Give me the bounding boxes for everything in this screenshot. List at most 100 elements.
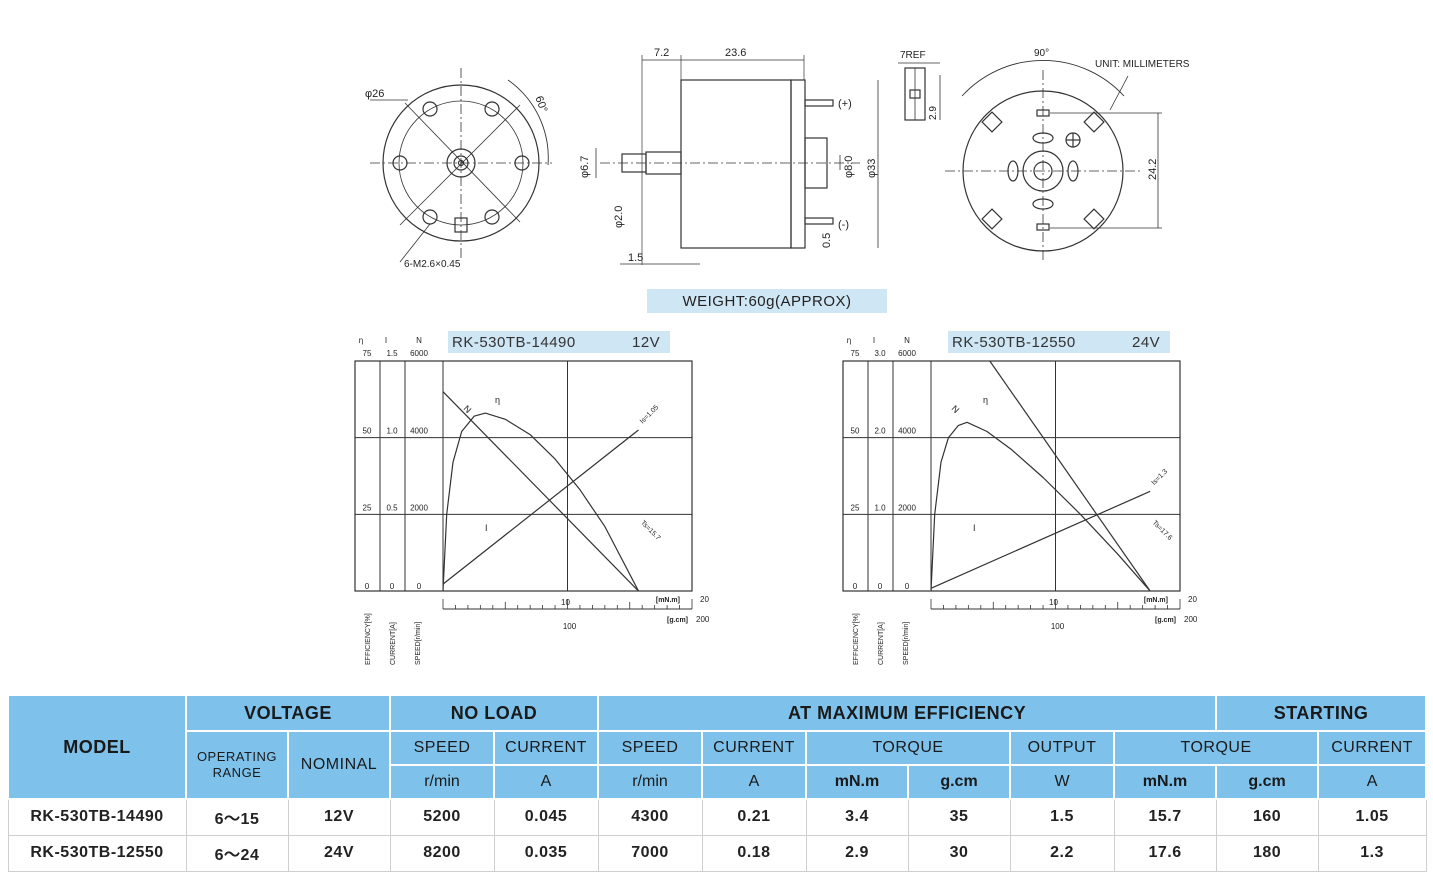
unit-st-torque-gcm: g.cm	[1215, 764, 1320, 800]
spec-table: MODEL VOLTAGE NO LOAD AT MAXIMUM EFFICIE…	[7, 694, 1428, 872]
axis-tick-label: 0	[417, 582, 422, 591]
table-cell: 8200	[389, 834, 495, 872]
dim-front-diameter: φ26	[365, 88, 384, 100]
dim-shaft-length: 7.2	[654, 47, 669, 59]
y-axis-label: EFFICIENCY[%]	[853, 613, 860, 665]
unit-me-current: A	[701, 764, 807, 800]
curve-label-n: N	[462, 403, 474, 415]
table-cell: 0.035	[493, 834, 599, 872]
speed-line	[989, 360, 1151, 592]
table-cell: RK-530TB-14490	[7, 798, 187, 836]
dim-boss-diameter: φ8.0	[843, 156, 855, 178]
x-unit-mn: [mN.m]	[1144, 597, 1168, 604]
axis-head: N	[904, 336, 910, 345]
table-cell: 2.9	[805, 834, 909, 872]
dim-body-length: 23.6	[725, 47, 746, 59]
table-cell: 12V	[287, 798, 391, 836]
axis-head: I	[385, 336, 387, 345]
terminal-detail	[898, 62, 941, 121]
curve-label-is: Is=1.3	[1151, 468, 1170, 487]
unit-label: UNIT: MILLIMETERS	[1095, 59, 1190, 70]
terminal-dim: 2.9	[928, 106, 939, 120]
table-cell: 1.3	[1317, 834, 1427, 872]
current-line	[930, 490, 1151, 589]
table-cell: 7000	[597, 834, 703, 872]
axis-tick-label: 0	[905, 582, 910, 591]
table-cell: 6～24	[185, 834, 289, 872]
table-cell: 35	[907, 798, 1011, 836]
axis-tick-label: 0.5	[386, 503, 398, 512]
front-view	[370, 68, 552, 263]
table-cell: 0.18	[701, 834, 807, 872]
rear-dim: 24.2	[1147, 159, 1159, 180]
chart1-title: RK-530TB-14490 12V	[448, 331, 670, 353]
terminal-minus: (-)	[838, 219, 849, 231]
y-axis-label: SPEED[r/min]	[415, 622, 422, 665]
table-cell: 1.5	[1009, 798, 1115, 836]
x-end-gcm: 200	[696, 615, 710, 624]
axis-tick-label: 25	[363, 503, 372, 512]
header-voltage: VOLTAGE	[185, 694, 391, 732]
plot-frame	[842, 360, 1181, 592]
current-line	[442, 429, 639, 585]
table-cell: 0.045	[493, 798, 599, 836]
header-st-torque: TORQUE	[1112, 730, 1320, 766]
rear-view	[945, 60, 1162, 262]
axis-tick-label: 0	[853, 582, 858, 591]
table-row: RK-530TB-14490 6～15 12V 5200 0.045 4300 …	[7, 798, 1427, 836]
axis-tick-label: 2000	[410, 503, 428, 512]
table-cell: 6～15	[185, 798, 289, 836]
axis-head: N	[416, 336, 422, 345]
x-unit-gcm: [g.cm]	[667, 617, 688, 624]
header-me-torque: TORQUE	[805, 730, 1011, 766]
chart2-title: RK-530TB-12550 24V	[948, 331, 1170, 353]
y-axis-label: EFFICIENCY[%]	[365, 613, 372, 665]
axis-head: η	[359, 336, 363, 345]
dim-diameter-2: φ2.0	[613, 206, 625, 228]
axis-tick-label: 25	[851, 503, 860, 512]
header-nl-speed: SPEED	[389, 730, 495, 766]
axis-tick-label: 50	[363, 427, 372, 436]
axis-tick-label: 2000	[898, 503, 916, 512]
table-cell: 1.05	[1317, 798, 1427, 836]
header-no-load: NO LOAD	[389, 694, 599, 732]
table-cell: 30	[907, 834, 1011, 872]
dim-body-diameter: φ33	[866, 159, 878, 178]
side-view	[595, 55, 879, 265]
axis-tick-label: 3.0	[874, 349, 886, 358]
axis-tick-label: 1.5	[386, 349, 398, 358]
curve-label-eta: η	[983, 395, 988, 405]
unit-st-torque-mnm: mN.m	[1112, 764, 1218, 800]
rear-angle: 90°	[1034, 48, 1049, 59]
curve-label-ts: Ts=15.7	[639, 519, 661, 541]
x-end-mn: 20	[700, 595, 709, 604]
header-me-current: CURRENT	[701, 730, 807, 766]
axis-head: η	[847, 336, 851, 345]
efficiency-curve	[930, 421, 1151, 592]
dim-1-5: 1.5	[628, 252, 643, 264]
table-cell: 24V	[287, 834, 391, 872]
table-cell: 0.21	[701, 798, 807, 836]
dim-0-5: 0.5	[821, 233, 833, 248]
x-unit-mn: [mN.m]	[656, 597, 680, 604]
unit-nl-current: A	[493, 764, 599, 800]
table-cell: 180	[1215, 834, 1319, 872]
curve-label-eta: η	[495, 395, 500, 405]
curve-label-i: I	[973, 523, 976, 533]
chart2-model: RK-530TB-12550	[952, 333, 1076, 351]
axis-tick-label: 1.0	[386, 427, 398, 436]
x-tick-gcm: 100	[1051, 622, 1065, 631]
plot-frame	[354, 360, 693, 592]
y-axis-label: SPEED[r/min]	[903, 622, 910, 665]
dim-front-holes: 6-M2.6×0.45	[404, 259, 461, 270]
axis-tick-label: 1.0	[874, 503, 886, 512]
table-cell: RK-530TB-12550	[7, 834, 187, 872]
terminal-plus: (+)	[838, 98, 852, 110]
mechanical-drawing: UNIT: MILLIMETERS φ26 60° 6-M2.6×0.45 7.…	[365, 47, 1190, 270]
dim-shaft-diameter: φ6.7	[579, 156, 591, 178]
header-starting: STARTING	[1215, 694, 1428, 732]
chart1-voltage: 12V	[632, 333, 661, 351]
unit-st-current: A	[1317, 764, 1428, 800]
